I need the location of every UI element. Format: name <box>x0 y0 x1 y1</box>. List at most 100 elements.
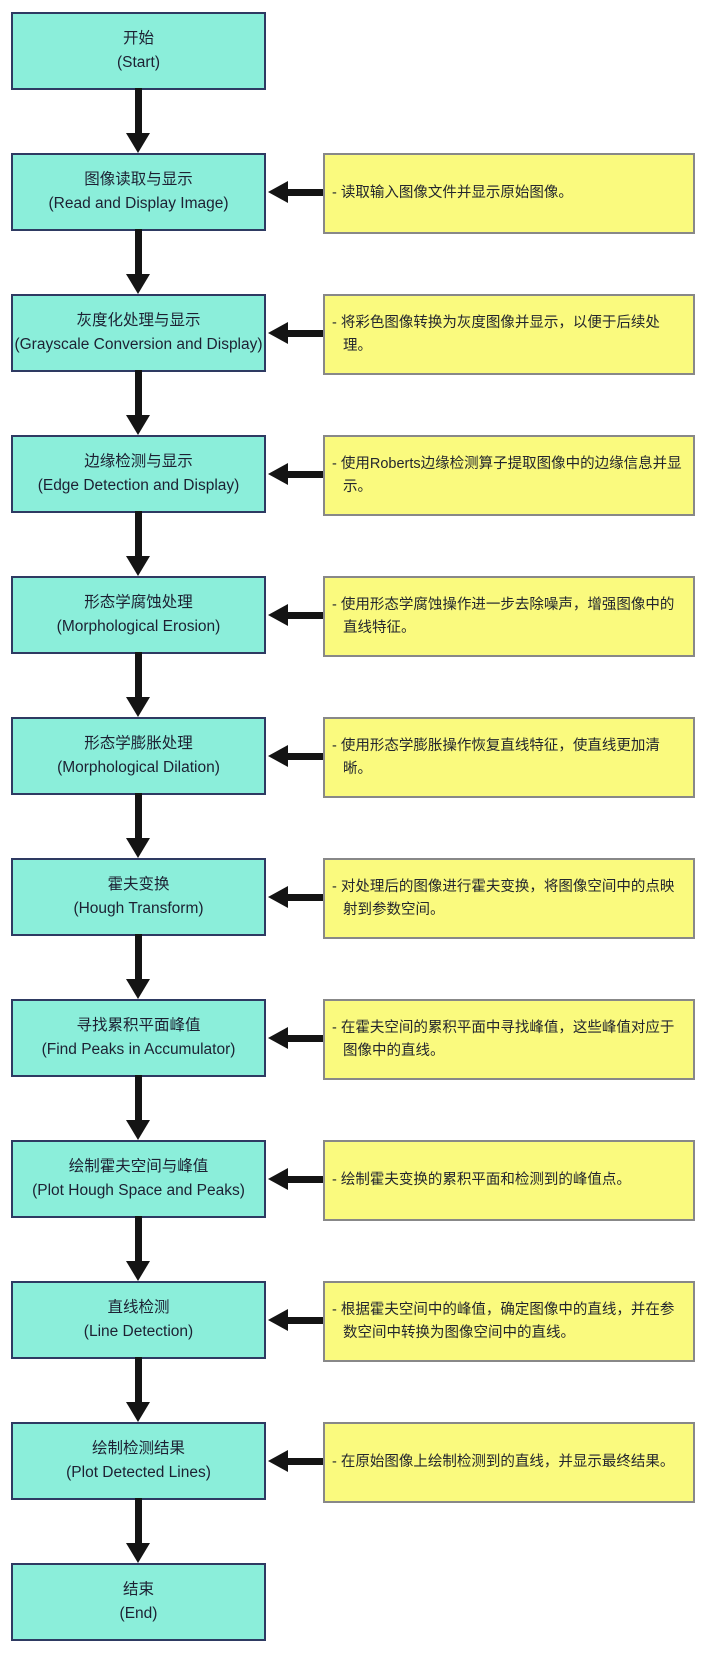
flow-node-plot-hough-space: 绘制霍夫空间与峰值 (Plot Hough Space and Peaks) <box>11 1140 266 1218</box>
flow-row: 灰度化处理与显示 (Grayscale Conversion and Displ… <box>0 294 702 435</box>
arrow-left-head-icon <box>268 1027 288 1049</box>
node-label-zh: 寻找累积平面峰值 <box>76 1017 201 1034</box>
flow-row: 寻找累积平面峰值 (Find Peaks in Accumulator) - 在… <box>0 999 702 1140</box>
flow-arrow-down <box>135 793 142 839</box>
note-erosion: - 使用形态学腐蚀操作进一步去除噪声，增强图像中的直线特征。 <box>323 576 695 657</box>
flow-node-edge-detection: 边缘检测与显示 (Edge Detection and Display) <box>11 435 266 513</box>
note-find-peaks: - 在霍夫空间的累积平面中寻找峰值，这些峰值对应于图像中的直线。 <box>323 999 695 1080</box>
node-label-en: (Find Peaks in Accumulator) <box>41 1041 236 1058</box>
node-label-zh: 开始 <box>122 30 154 47</box>
flow-arrow-down <box>135 1357 142 1403</box>
note-text: - 在霍夫空间的累积平面中寻找峰值，这些峰值对应于图像中的直线。 <box>332 1019 675 1059</box>
flow-node-read-display-image: 图像读取与显示 (Read and Display Image) <box>11 153 266 231</box>
flow-node-line-detection: 直线检测 (Line Detection) <box>11 1281 266 1359</box>
arrow-left-head-icon <box>268 1309 288 1331</box>
note-text: - 在原始图像上绘制检测到的直线，并显示最终结果。 <box>332 1454 675 1470</box>
note-line-detection: - 根据霍夫空间中的峰值，确定图像中的直线，并在参数空间中转换为图像空间中的直线… <box>323 1281 695 1362</box>
node-label-zh: 绘制检测结果 <box>91 1440 185 1457</box>
arrow-down-head-icon <box>126 697 150 717</box>
flow-arrow-down <box>135 1216 142 1262</box>
note-grayscale: - 将彩色图像转换为灰度图像并显示，以便于后续处理。 <box>323 294 695 375</box>
arrow-left-head-icon <box>268 463 288 485</box>
note-text: - 读取输入图像文件并显示原始图像。 <box>332 185 573 201</box>
arrow-left-head-icon <box>268 322 288 344</box>
node-label-zh: 霍夫变换 <box>107 876 170 893</box>
note-arrow <box>286 1175 323 1183</box>
flow-node-dilation: 形态学膨胀处理 (Morphological Dilation) <box>11 717 266 795</box>
note-arrow <box>286 1457 323 1465</box>
note-text: - 使用形态学膨胀操作恢复直线特征，使直线更加清晰。 <box>332 737 660 777</box>
node-label-en: (Edge Detection and Display) <box>37 477 240 494</box>
flow-row: 形态学膨胀处理 (Morphological Dilation) - 使用形态学… <box>0 717 702 858</box>
flow-node-hough-transform: 霍夫变换 (Hough Transform) <box>11 858 266 936</box>
node-label-zh: 结束 <box>122 1581 154 1598</box>
arrow-down-head-icon <box>126 979 150 999</box>
flow-row: 霍夫变换 (Hough Transform) - 对处理后的图像进行霍夫变换，将… <box>0 858 702 999</box>
node-label-en: (Plot Hough Space and Peaks) <box>32 1182 245 1199</box>
note-text: - 根据霍夫空间中的峰值，确定图像中的直线，并在参数空间中转换为图像空间中的直线… <box>332 1301 675 1341</box>
arrow-down-head-icon <box>126 838 150 858</box>
arrow-down-head-icon <box>126 1120 150 1140</box>
node-label-zh: 灰度化处理与显示 <box>76 312 201 329</box>
note-text: - 对处理后的图像进行霍夫变换，将图像空间中的点映射到参数空间。 <box>332 878 675 918</box>
note-plot-hough-space: - 绘制霍夫变换的累积平面和检测到的峰值点。 <box>323 1140 695 1221</box>
note-arrow <box>286 1316 323 1324</box>
flow-arrow-down <box>135 370 142 416</box>
node-label-en: (Read and Display Image) <box>48 195 229 212</box>
note-arrow <box>286 1034 323 1042</box>
note-arrow <box>286 470 323 478</box>
flow-node-find-peaks: 寻找累积平面峰值 (Find Peaks in Accumulator) <box>11 999 266 1077</box>
node-label-zh: 直线检测 <box>107 1299 170 1316</box>
arrow-left-head-icon <box>268 1450 288 1472</box>
arrow-down-head-icon <box>126 1543 150 1563</box>
flow-row: 结束 (End) <box>0 1563 702 1653</box>
flow-row: 开始 (Start) <box>0 12 702 153</box>
arrow-left-head-icon <box>268 745 288 767</box>
arrow-down-head-icon <box>126 556 150 576</box>
flow-node-erosion: 形态学腐蚀处理 (Morphological Erosion) <box>11 576 266 654</box>
flow-arrow-down <box>135 88 142 134</box>
note-arrow <box>286 188 323 196</box>
arrow-down-head-icon <box>126 415 150 435</box>
node-label-en: (Morphological Erosion) <box>56 618 221 635</box>
node-label-en: (Plot Detected Lines) <box>66 1464 211 1481</box>
note-arrow <box>286 611 323 619</box>
note-plot-results: - 在原始图像上绘制检测到的直线，并显示最终结果。 <box>323 1422 695 1503</box>
arrow-down-head-icon <box>126 1402 150 1422</box>
flow-arrow-down <box>135 229 142 275</box>
note-edge-detection: - 使用Roberts边缘检测算子提取图像中的边缘信息并显示。 <box>323 435 695 516</box>
flow-node-end: 结束 (End) <box>11 1563 266 1641</box>
flow-arrow-down <box>135 934 142 980</box>
node-label-zh: 图像读取与显示 <box>84 171 193 188</box>
flow-node-start: 开始 (Start) <box>11 12 266 90</box>
flow-arrow-down <box>135 652 142 698</box>
node-label-zh: 形态学腐蚀处理 <box>84 594 193 611</box>
note-text: - 使用Roberts边缘检测算子提取图像中的边缘信息并显示。 <box>332 455 682 495</box>
node-label-en: (Grayscale Conversion and Display) <box>14 336 263 353</box>
flow-row: 形态学腐蚀处理 (Morphological Erosion) - 使用形态学腐… <box>0 576 702 717</box>
node-label-zh: 形态学膨胀处理 <box>84 735 193 752</box>
note-text: - 将彩色图像转换为灰度图像并显示，以便于后续处理。 <box>332 314 660 354</box>
node-label-en: (End) <box>119 1605 158 1622</box>
note-arrow <box>286 893 323 901</box>
arrow-down-head-icon <box>126 274 150 294</box>
note-text: - 绘制霍夫变换的累积平面和检测到的峰值点。 <box>332 1172 631 1188</box>
note-arrow <box>286 329 323 337</box>
note-arrow <box>286 752 323 760</box>
note-read-display-image: - 读取输入图像文件并显示原始图像。 <box>323 153 695 234</box>
flow-arrow-down <box>135 511 142 557</box>
flow-row: 绘制霍夫空间与峰值 (Plot Hough Space and Peaks) -… <box>0 1140 702 1281</box>
arrow-down-head-icon <box>126 1261 150 1281</box>
arrow-down-head-icon <box>126 133 150 153</box>
flow-row: 绘制检测结果 (Plot Detected Lines) - 在原始图像上绘制检… <box>0 1422 702 1563</box>
flow-arrow-down <box>135 1498 142 1544</box>
node-label-en: (Hough Transform) <box>73 900 204 917</box>
note-hough-transform: - 对处理后的图像进行霍夫变换，将图像空间中的点映射到参数空间。 <box>323 858 695 939</box>
arrow-left-head-icon <box>268 886 288 908</box>
flow-arrow-down <box>135 1075 142 1121</box>
note-dilation: - 使用形态学膨胀操作恢复直线特征，使直线更加清晰。 <box>323 717 695 798</box>
node-label-en: (Line Detection) <box>83 1323 194 1340</box>
flow-row: 图像读取与显示 (Read and Display Image) - 读取输入图… <box>0 153 702 294</box>
node-label-zh: 边缘检测与显示 <box>84 453 193 470</box>
